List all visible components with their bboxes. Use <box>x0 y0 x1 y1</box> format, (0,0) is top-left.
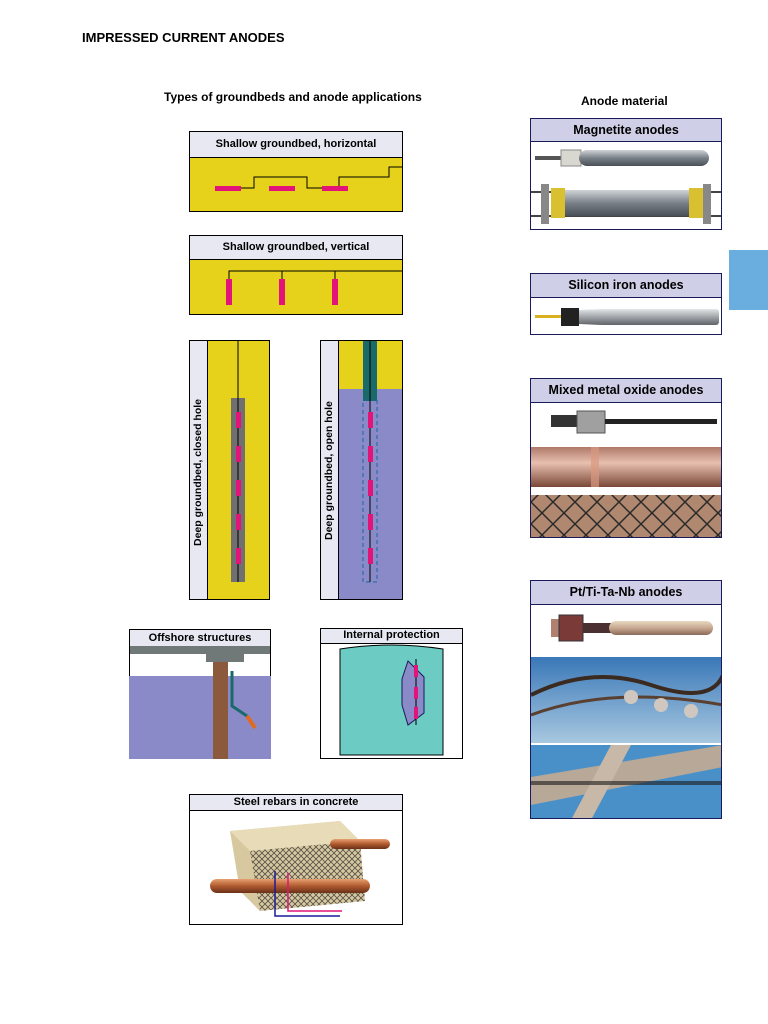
anode-segment <box>368 514 373 530</box>
pt-label: Pt/Ti-Ta-Nb anodes <box>530 580 722 605</box>
anode-segment <box>236 412 241 428</box>
anode-segment <box>368 446 373 462</box>
internal-label: Internal protection <box>320 628 463 644</box>
shallow-vertical-soil <box>189 259 403 315</box>
rebars-label: Steel rebars in concrete <box>189 794 403 811</box>
anode-segment <box>414 665 418 677</box>
anode-segment <box>236 548 241 564</box>
left-heading: Types of groundbeds and anode applicatio… <box>164 90 422 104</box>
offshore-label: Offshore structures <box>129 629 271 647</box>
magnetite-label: Magnetite anodes <box>530 118 722 142</box>
magnetite-photo <box>530 141 722 230</box>
shallow-vertical-label: Shallow groundbed, vertical <box>189 235 403 260</box>
anode-segment <box>215 186 241 191</box>
anode-segment <box>414 707 418 719</box>
anode-segment <box>368 480 373 496</box>
anode-segment <box>322 186 348 191</box>
anode-segment <box>236 446 241 462</box>
page-title: IMPRESSED CURRENT ANODES <box>82 30 285 45</box>
deep-closed-label: Deep groundbed, closed hole <box>192 398 204 546</box>
shallow-vertical-cable <box>226 270 403 305</box>
anode-segment <box>236 514 241 530</box>
anode-segment <box>414 687 418 699</box>
rebars-illustration <box>210 821 390 917</box>
deep-closed-well <box>231 340 245 582</box>
anode-segment <box>226 279 232 305</box>
anode-segment <box>269 186 295 191</box>
anode-segment <box>236 480 241 496</box>
right-heading: Anode material <box>581 94 668 108</box>
silicon-iron-label: Silicon iron anodes <box>530 273 722 298</box>
deep-open-label: Deep groundbed, open hole <box>323 401 335 540</box>
anode-segment <box>332 279 338 305</box>
deep-open-well <box>362 341 378 583</box>
mmo-label: Mixed metal oxide anodes <box>530 378 722 403</box>
shallow-horizontal-cable <box>215 166 403 191</box>
anode-segment <box>368 412 373 428</box>
internal-tank <box>339 644 444 756</box>
shallow-horizontal-soil <box>189 157 403 212</box>
section-tab <box>729 250 768 310</box>
anode-segment <box>279 279 285 305</box>
anode-segment <box>368 548 373 564</box>
offshore-structure <box>129 646 271 759</box>
shallow-horizontal-label: Shallow groundbed, horizontal <box>189 131 403 158</box>
mmo-photo <box>530 402 722 538</box>
silicon-iron-photo <box>530 297 722 335</box>
pt-photo <box>530 604 722 819</box>
